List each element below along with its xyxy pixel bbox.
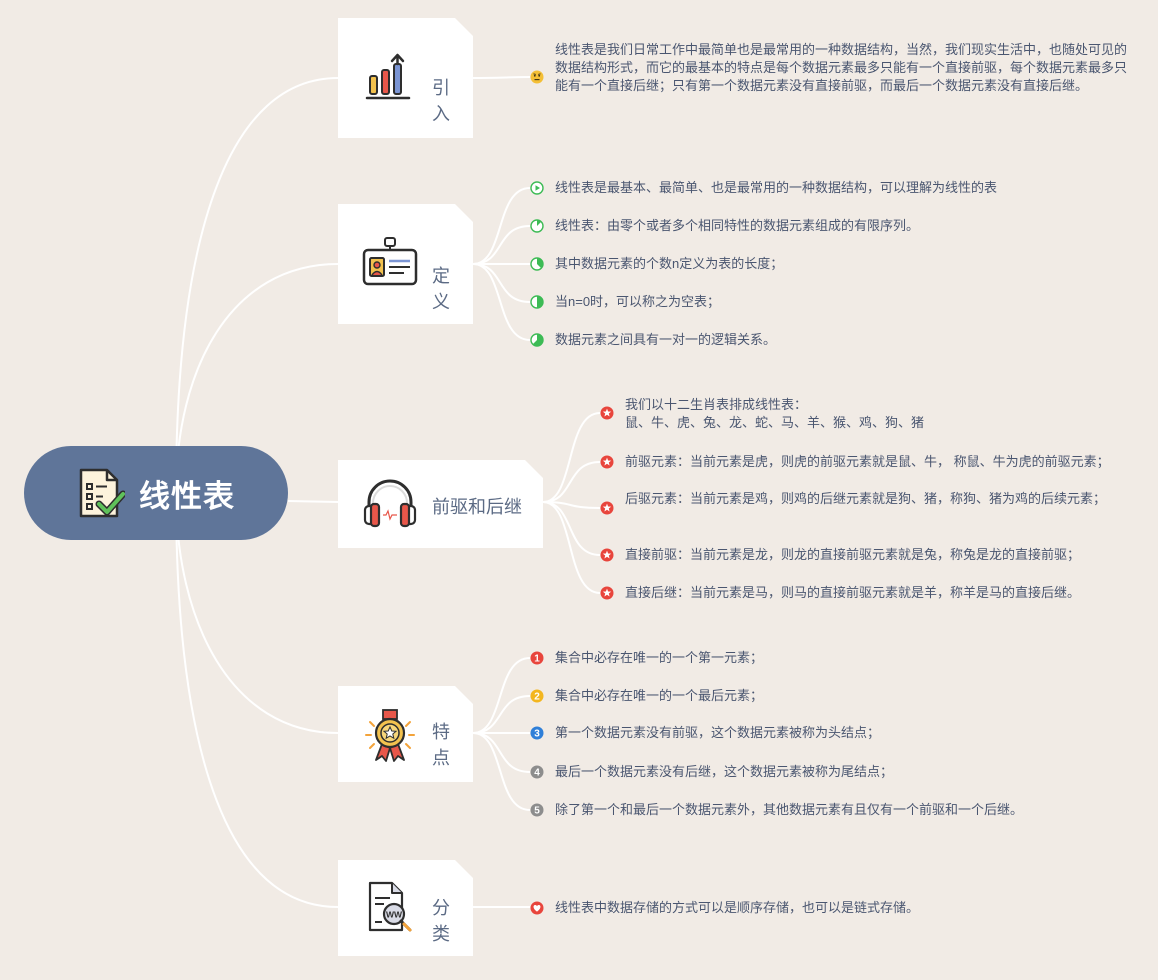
play-circle-icon (530, 181, 544, 195)
branch-label-char: 义 (432, 292, 450, 312)
branch-features[interactable]: 特 点 (338, 686, 473, 782)
branch-category[interactable]: WW 分 类 (338, 860, 473, 956)
definition-item-2: 线性表：由零个或者多个相同特性的数据元素组成的有限序列。 (555, 218, 920, 233)
number-4-icon: 4 (530, 765, 544, 779)
svg-text:WW: WW (386, 910, 403, 920)
def-leaf-link-4 (472, 263, 531, 303)
bar-chart-icon (364, 52, 414, 102)
number-label: 5 (534, 806, 540, 817)
pred-leaf-link-5 (542, 501, 601, 594)
branch-predecessor-successor[interactable]: 前驱和后继 (338, 460, 543, 548)
predecessor-item-4: 直接前驱：当前元素是龙，则龙的直接前驱元素就是兔，称兔是龙的直接前驱； (625, 547, 1081, 562)
star-icon (600, 406, 614, 420)
root-link-definition (175, 263, 339, 494)
number-3-icon: 3 (530, 726, 544, 740)
number-label: 2 (534, 692, 540, 703)
branch-label-char: 类 (432, 924, 450, 944)
root-link-predecessor (287, 500, 339, 503)
feature-item-2: 集合中必存在唯一的一个最后元素； (555, 688, 764, 703)
branch-label-char: 定 (432, 266, 450, 286)
definition-item-4: 当n=0时，可以称之为空表； (555, 294, 721, 309)
progress-pie-icon (530, 219, 544, 233)
def-leaf-link-2 (472, 225, 531, 265)
headphones-icon (362, 478, 418, 528)
feature-item-5: 除了第一个和最后一个数据元素外，其他数据元素有且仅有一个前驱和一个后继。 (555, 802, 1024, 817)
star-icon (600, 501, 614, 515)
predecessor-item-3: 后驱元素：当前元素是鸡，则鸡的后继元素就是狗、猪，称狗、猪为鸡的后续元素； (625, 491, 1107, 506)
pred-leaf-link-4 (542, 501, 601, 556)
checklist-icon (79, 468, 125, 518)
branch-label-char: 引 (432, 78, 450, 98)
feat-leaf-link-2 (472, 695, 531, 734)
heart-icon (530, 901, 544, 915)
def-leaf-link-1 (472, 187, 531, 265)
branch-label-char: 特 (432, 722, 450, 742)
intro-leaf-link (472, 76, 531, 79)
intro-text: 线性表是我们日常工作中最简单也是最常用的一种数据结构，当然，我们现实生活中，也随… (555, 42, 1128, 93)
predecessor-item-5: 直接后继：当前元素是马，则马的直接前驱元素就是羊，称羊是马的直接后继。 (625, 585, 1081, 600)
number-label: 3 (534, 729, 540, 740)
pred-leaf-link-2 (542, 461, 601, 503)
branch-label: 前驱和后继 (432, 497, 522, 517)
branch-label-char: 入 (432, 104, 450, 124)
feature-item-3: 第一个数据元素没有前驱，这个数据元素被称为头结点； (555, 725, 881, 740)
root-topic[interactable]: 线性表 (24, 446, 288, 540)
number-5-icon: 5 (530, 803, 544, 817)
definition-item-5: 数据元素之间具有一对一的逻辑关系。 (555, 332, 777, 347)
feat-leaf-link-4 (472, 732, 531, 773)
root-link-features (175, 492, 339, 734)
award-medal-icon (364, 708, 416, 762)
number-1-icon: 1 (530, 651, 544, 665)
root-title: 线性表 (139, 478, 235, 514)
def-leaf-link-5 (472, 263, 531, 341)
predecessor-item-1-line-1: 我们以十二生肖表排成线性表： (625, 397, 808, 412)
number-label: 4 (534, 768, 540, 779)
branch-intro[interactable]: 引 入 (338, 18, 473, 138)
definition-item-1: 线性表是最基本、最简单、也是最常用的一种数据结构，可以理解为线性的表 (555, 180, 998, 195)
progress-pie-icon (530, 295, 544, 309)
star-icon (600, 548, 614, 562)
feat-leaf-link-5 (472, 732, 531, 811)
id-badge-icon (362, 236, 418, 288)
feature-item-4: 最后一个数据元素没有后继，这个数据元素被称为尾结点； (555, 764, 894, 779)
star-icon (600, 455, 614, 469)
neutral-face-icon (530, 70, 544, 84)
root-link-intro (175, 77, 339, 494)
branch-label-char: 分 (432, 898, 450, 918)
progress-pie-icon (530, 257, 544, 271)
branch-label-char: 点 (432, 748, 450, 768)
branch-definition[interactable]: 定 义 (338, 204, 473, 324)
definition-item-3: 其中数据元素的个数n定义为表的长度； (555, 256, 784, 271)
pred-leaf-link-1 (542, 412, 601, 503)
number-2-icon: 2 (530, 689, 544, 703)
web-document-search-icon: WW (366, 880, 418, 936)
feat-leaf-link-1 (472, 657, 531, 734)
predecessor-item-1-line-2: 鼠、牛、虎、兔、龙、蛇、马、羊、猴、鸡、狗、猪 (625, 415, 925, 430)
feature-item-1: 集合中必存在唯一的一个第一元素； (555, 650, 764, 665)
root-link-category (175, 492, 339, 908)
number-label: 1 (534, 654, 540, 665)
progress-pie-icon (530, 333, 544, 347)
predecessor-item-2: 前驱元素：当前元素是虎，则虎的前驱元素就是鼠、牛， 称鼠、牛为虎的前驱元素； (625, 454, 1110, 469)
category-item-1: 线性表中数据存储的方式可以是顺序存储，也可以是链式存储。 (555, 900, 920, 915)
star-icon (600, 586, 614, 600)
pred-leaf-link-3 (542, 501, 601, 509)
